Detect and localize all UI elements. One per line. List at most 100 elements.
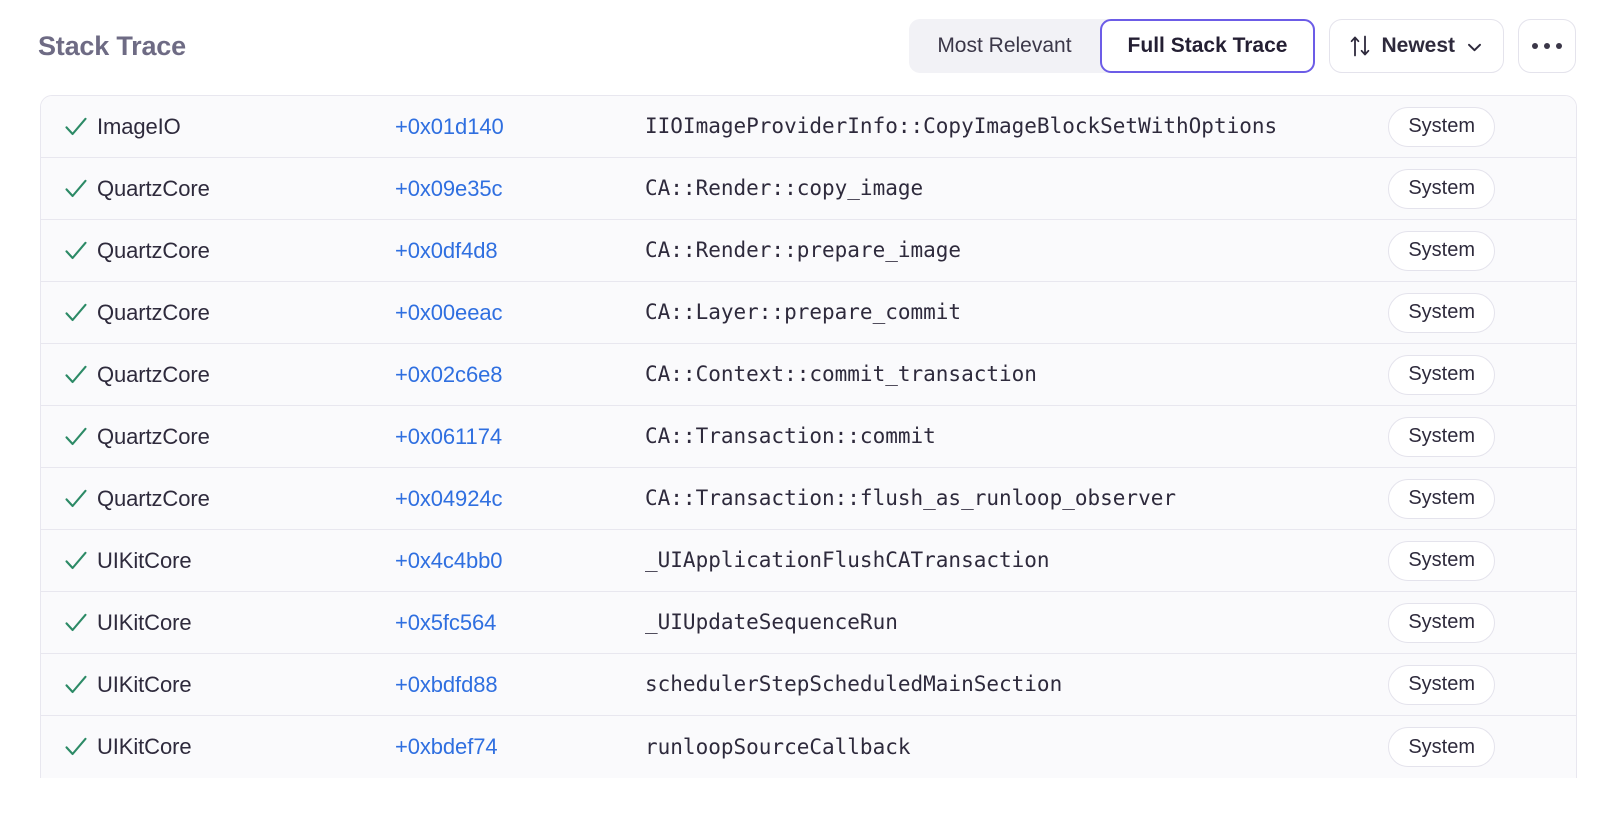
sort-button-label: Newest — [1381, 34, 1455, 57]
table-row[interactable]: QuartzCore +0x09e35c CA::Render::copy_im… — [41, 158, 1576, 220]
row-scope-cell: System — [1345, 664, 1495, 705]
status-badge: System — [1388, 727, 1495, 767]
row-offset-link[interactable]: +0x00eeac — [395, 299, 503, 325]
row-function-name: _UIApplicationFlushCATransaction — [645, 548, 1050, 572]
panel-header: Stack Trace Most Relevant Full Stack Tra… — [0, 0, 1614, 92]
row-status-cell — [41, 672, 97, 698]
status-badge: System — [1388, 478, 1495, 519]
row-offset-link[interactable]: +0x5fc564 — [395, 609, 497, 635]
sort-updown-icon — [1350, 35, 1370, 57]
row-status-cell — [41, 734, 97, 760]
row-module-name: QuartzCore — [97, 361, 210, 387]
status-badge: System — [1388, 230, 1495, 271]
check-icon — [63, 424, 89, 450]
status-badge: System — [1388, 664, 1495, 705]
status-badge: System — [1388, 292, 1495, 333]
row-scope-cell: System — [1345, 292, 1495, 333]
row-function-name: CA::Layer::prepare_commit — [645, 300, 962, 324]
row-function-name: CA::Render::prepare_image — [645, 238, 962, 262]
row-offset-link[interactable]: +0x09e35c — [395, 175, 503, 201]
row-status-cell — [41, 424, 97, 450]
row-offset-link[interactable]: +0x061174 — [395, 423, 502, 449]
row-scope-cell: System — [1345, 354, 1495, 395]
table-row[interactable]: QuartzCore +0x061174 CA::Transaction::co… — [41, 406, 1576, 468]
row-status-cell — [41, 238, 97, 264]
table-row[interactable]: QuartzCore +0x0df4d8 CA::Render::prepare… — [41, 220, 1576, 282]
row-scope-cell: System — [1345, 230, 1495, 271]
row-status-cell — [41, 362, 97, 388]
row-module-name: QuartzCore — [97, 237, 210, 263]
row-offset-link[interactable]: +0x01d140 — [395, 113, 504, 139]
table-row[interactable]: QuartzCore +0x00eeac CA::Layer::prepare_… — [41, 282, 1576, 344]
row-offset-link[interactable]: +0xbdfd88 — [395, 671, 498, 697]
row-function-name: runloopSourceCallback — [645, 734, 911, 759]
row-module-name: QuartzCore — [97, 423, 210, 449]
row-offset-link[interactable]: +0x4c4bb0 — [395, 547, 503, 573]
row-scope-cell: System — [1345, 416, 1495, 457]
status-badge: System — [1388, 168, 1495, 209]
row-status-cell — [41, 610, 97, 636]
status-badge: System — [1388, 354, 1495, 395]
check-icon — [63, 176, 89, 202]
status-badge: System — [1388, 416, 1495, 457]
ellipsis-dot-2 — [1544, 43, 1550, 49]
row-module-name: QuartzCore — [97, 485, 210, 511]
row-module-name: UIKitCore — [97, 547, 192, 573]
header-actions: Most Relevant Full Stack Trace Newest — [909, 19, 1576, 73]
row-scope-cell: System — [1345, 540, 1495, 581]
row-scope-cell: System — [1345, 478, 1495, 519]
row-module-name: ImageIO — [97, 113, 181, 139]
row-module-name: UIKitCore — [97, 671, 192, 697]
row-function-name: CA::Render::copy_image — [645, 176, 924, 200]
row-module-name: QuartzCore — [97, 175, 210, 201]
row-function-name: schedulerStepScheduledMainSection — [645, 672, 1063, 696]
table-row[interactable]: UIKitCore +0xbdef74 runloopSourceCallbac… — [41, 716, 1576, 778]
check-icon — [63, 610, 89, 636]
check-icon — [63, 114, 89, 140]
row-module-name: QuartzCore — [97, 299, 210, 325]
tab-most-relevant[interactable]: Most Relevant — [909, 19, 1099, 73]
table-row[interactable]: QuartzCore +0x04924c CA::Transaction::fl… — [41, 468, 1576, 530]
row-scope-cell: System — [1345, 168, 1495, 209]
chevron-down-icon — [1466, 38, 1483, 55]
row-function-name: CA::Transaction::flush_as_runloop_observ… — [645, 486, 1177, 510]
table-row[interactable]: UIKitCore +0x5fc564 _UIUpdateSequenceRun… — [41, 592, 1576, 654]
status-badge: System — [1388, 540, 1495, 581]
row-module-name: UIKitCore — [97, 734, 192, 759]
stack-trace-table: ImageIO +0x01d140 IIOImageProviderInfo::… — [40, 95, 1577, 778]
check-icon — [63, 300, 89, 326]
row-offset-link[interactable]: +0x04924c — [395, 485, 503, 511]
row-module-name: UIKitCore — [97, 609, 192, 635]
row-status-cell — [41, 486, 97, 512]
status-badge: System — [1388, 106, 1495, 147]
row-status-cell — [41, 114, 97, 140]
table-row[interactable]: ImageIO +0x01d140 IIOImageProviderInfo::… — [41, 96, 1576, 158]
status-badge: System — [1388, 602, 1495, 643]
row-offset-link[interactable]: +0xbdef74 — [395, 734, 498, 759]
row-function-name: CA::Transaction::commit — [645, 424, 936, 448]
table-row[interactable]: UIKitCore +0x4c4bb0 _UIApplicationFlushC… — [41, 530, 1576, 592]
row-function-name: _UIUpdateSequenceRun — [645, 610, 898, 634]
row-scope-cell: System — [1345, 106, 1495, 147]
row-status-cell — [41, 176, 97, 202]
page-title: Stack Trace — [38, 30, 186, 61]
sort-button[interactable]: Newest — [1329, 19, 1504, 73]
ellipsis-horizontal-icon — [1532, 43, 1538, 49]
trace-view-segmented-control[interactable]: Most Relevant Full Stack Trace — [909, 19, 1316, 73]
check-icon — [63, 486, 89, 512]
row-scope-cell: System — [1345, 602, 1495, 643]
row-function-name: CA::Context::commit_transaction — [645, 362, 1037, 386]
row-offset-link[interactable]: +0x02c6e8 — [395, 361, 503, 387]
check-icon — [63, 734, 89, 760]
check-icon — [63, 672, 89, 698]
row-scope-cell: System — [1345, 727, 1495, 767]
ellipsis-dot-3 — [1556, 43, 1562, 49]
row-status-cell — [41, 548, 97, 574]
tab-full-stack-trace[interactable]: Full Stack Trace — [1099, 19, 1316, 73]
row-offset-link[interactable]: +0x0df4d8 — [395, 237, 498, 263]
check-icon — [63, 548, 89, 574]
table-row[interactable]: UIKitCore +0xbdfd88 schedulerStepSchedul… — [41, 654, 1576, 716]
table-row[interactable]: QuartzCore +0x02c6e8 CA::Context::commit… — [41, 344, 1576, 406]
more-options-button[interactable] — [1518, 19, 1576, 73]
